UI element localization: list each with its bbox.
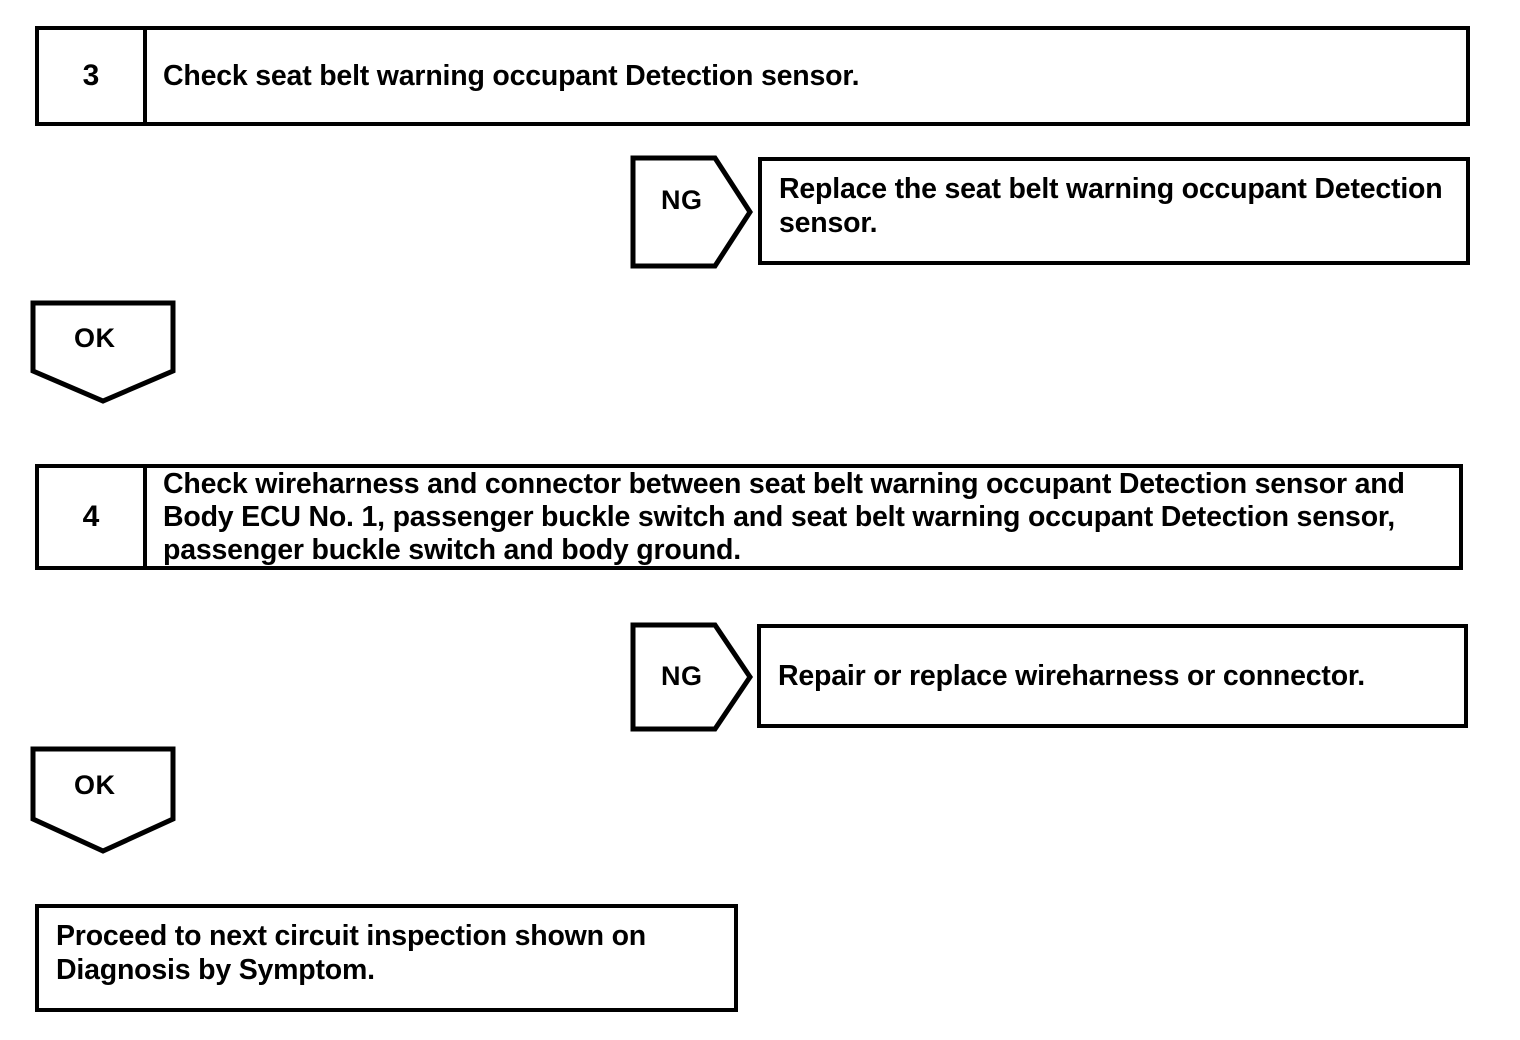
ng-result-text-2: Repair or replace wireharness or connect… xyxy=(778,660,1365,692)
ok-label-1: OK xyxy=(74,323,116,353)
ok-label-2: OK xyxy=(74,770,116,800)
step-text-cell-4: Check wireharness and connector between … xyxy=(147,468,1459,566)
ng-chevron-2 xyxy=(630,622,754,732)
step-number-cell-4: 4 xyxy=(39,468,147,566)
step-text-cell-3: Check seat belt warning occupant Detecti… xyxy=(147,30,1466,122)
step-instruction-4: Check wireharness and connector between … xyxy=(163,467,1405,566)
step-number-cell-3: 3 xyxy=(39,30,147,122)
ok-pentagon-2 xyxy=(30,746,176,854)
step-box-4[interactable]: 4 Check wireharness and connector betwee… xyxy=(35,464,1463,570)
ng-chevron-1 xyxy=(630,155,753,269)
ng-label-2: NG xyxy=(661,661,703,691)
ng-result-text-1: Replace the seat belt warning occupant D… xyxy=(779,173,1443,239)
final-result-box[interactable]: Proceed to next circuit inspection shown… xyxy=(35,904,738,1012)
step-box-3[interactable]: 3 Check seat belt warning occupant Detec… xyxy=(35,26,1470,126)
final-result-text: Proceed to next circuit inspection shown… xyxy=(56,920,646,986)
ng-label-1: NG xyxy=(661,185,703,215)
ng-result-box-1[interactable]: Replace the seat belt warning occupant D… xyxy=(758,157,1470,265)
ok-pentagon-1 xyxy=(30,300,176,404)
step-instruction-3: Check seat belt warning occupant Detecti… xyxy=(163,59,860,92)
ng-result-box-2[interactable]: Repair or replace wireharness or connect… xyxy=(757,624,1468,728)
step-number-4: 4 xyxy=(82,500,100,533)
step-number-3: 3 xyxy=(82,59,100,92)
